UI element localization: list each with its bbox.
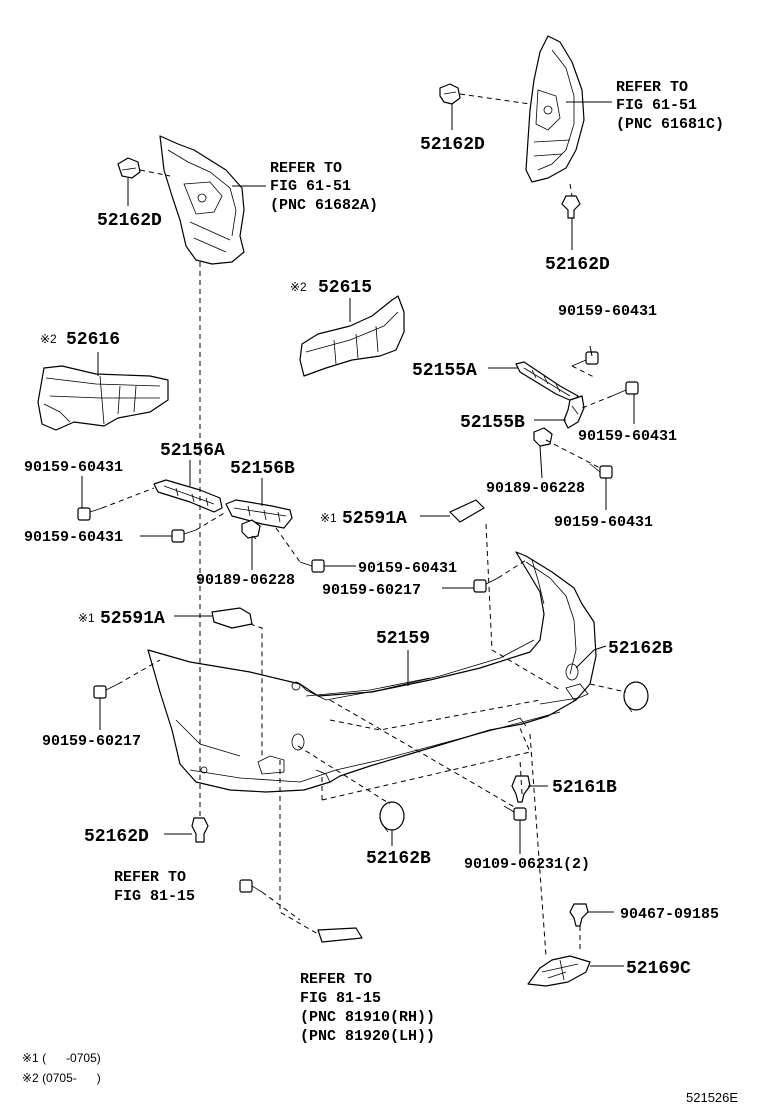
label-90189-06228-b: 90189-06228 <box>196 572 295 589</box>
bracket-52155A <box>515 361 579 403</box>
label-52162D-bottom: 52162D <box>84 827 149 847</box>
ref-fog-line1: REFER TO <box>300 971 372 988</box>
label-52161B: 52161B <box>552 778 617 798</box>
clip-52162D-mid <box>561 195 581 219</box>
nut-90189-06228-a <box>533 427 553 447</box>
mark-1-52591A-right: ※1 <box>320 511 337 525</box>
ref-fog-line4: (PNC 81920(LH)) <box>300 1028 435 1045</box>
label-90159-60431-f: 90159-60431 <box>358 560 457 577</box>
ref-right-line1: REFER TO <box>616 79 688 96</box>
clip-52162D-left <box>117 157 141 179</box>
label-52591A-left: 52591A <box>100 609 165 629</box>
clip-90467-09185 <box>569 903 589 927</box>
label-90159-60431-a: 90159-60431 <box>558 303 657 320</box>
label-90159-60431-d: 90159-60431 <box>24 459 123 476</box>
label-52162D-left: 52162D <box>97 211 162 231</box>
ref-block-right: REFER TO FIG 61-51 (PNC 61681C) <box>616 79 724 133</box>
ref-left-line1: REFER TO <box>270 160 342 177</box>
ref-fog-bolt-line2: FIG 81-15 <box>114 888 195 905</box>
clip-52162D-bottom <box>191 817 209 843</box>
screw-90109-06231 <box>503 805 527 821</box>
side-retainer-52616 <box>37 365 169 431</box>
clip-52162D-top <box>439 83 461 105</box>
fog-lamp <box>317 927 363 943</box>
label-52591A-right: 52591A <box>342 509 407 529</box>
footnote-1: ※1 ( -0705) <box>22 1051 101 1065</box>
nut-90189-06228-b <box>241 519 261 539</box>
cap-52162B-center <box>379 801 405 833</box>
ref-left-line2: FIG 61-51 <box>270 178 351 195</box>
label-90159-60431-b: 90159-60431 <box>578 428 677 445</box>
screw-90159-60431-b <box>611 381 639 397</box>
label-90467-09185: 90467-09185 <box>620 906 719 923</box>
label-52162B-center: 52162B <box>366 849 431 869</box>
label-52155A: 52155A <box>412 361 477 381</box>
screw-90159-60217-a <box>473 577 499 593</box>
reflector-52591A-right <box>449 499 485 523</box>
ref-fog-line3: (PNC 81910(RH)) <box>300 1009 435 1026</box>
figure-code: 521526E <box>686 1090 738 1105</box>
ref-right-line3: (PNC 61681C) <box>616 116 724 133</box>
ref-fog-line2: FIG 81-15 <box>300 990 381 1007</box>
bracket-52156A <box>153 479 223 513</box>
ref-right-line2: FIG 61-51 <box>616 97 697 114</box>
bracket-52156B <box>225 499 293 529</box>
mark-2-52615: ※2 <box>290 280 307 294</box>
ref-block-left: REFER TO FIG 61-51 (PNC 61682A) <box>270 160 378 214</box>
label-52169C: 52169C <box>626 959 691 979</box>
ref-block-fog: REFER TO FIG 81-15 (PNC 81910(RH)) (PNC … <box>300 971 435 1045</box>
label-52616: 52616 <box>66 330 120 350</box>
label-52159: 52159 <box>376 629 430 649</box>
footnote-2: ※2 (0705- ) <box>22 1071 101 1085</box>
label-52615: 52615 <box>318 278 372 298</box>
screw-fog-lamp <box>239 879 263 893</box>
label-90159-60431-c: 90159-60431 <box>554 514 653 531</box>
screw-90159-60431-f <box>299 559 325 573</box>
screw-90159-60217-b <box>93 683 119 699</box>
tail-lamp-bracket-right <box>525 35 585 183</box>
leader-lines <box>81 101 635 967</box>
label-90109-06231: 90109-06231(2) <box>464 856 590 873</box>
screw-90159-60431-e <box>171 529 197 543</box>
ref-fog-bolt-line1: REFER TO <box>114 869 186 886</box>
label-90159-60217-a: 90159-60217 <box>322 582 421 599</box>
reflector-52591A-left <box>211 607 253 629</box>
label-52162D-mid: 52162D <box>545 255 610 275</box>
mark-2-52616: ※2 <box>40 332 57 346</box>
screw-90159-60431-c <box>589 463 613 479</box>
side-retainer-52615 <box>299 295 405 377</box>
ref-block-fog-bolt: REFER TO FIG 81-15 <box>114 869 195 905</box>
label-52156B: 52156B <box>230 459 295 479</box>
label-90159-60217-b: 90159-60217 <box>42 733 141 750</box>
tail-lamp-bracket-left <box>159 135 245 265</box>
label-52155B: 52155B <box>460 413 525 433</box>
clip-52161B <box>511 775 531 803</box>
cap-52162B-right <box>623 681 649 713</box>
label-52156A: 52156A <box>160 441 225 461</box>
screw-90159-60431-a <box>571 351 599 367</box>
label-52162B-right: 52162B <box>608 639 673 659</box>
ref-left-line3: (PNC 61682A) <box>270 197 378 214</box>
lower-piece-52169C <box>527 955 591 987</box>
bracket-52155B <box>563 395 585 429</box>
label-90189-06228-a: 90189-06228 <box>486 480 585 497</box>
assembly-lines <box>101 93 627 957</box>
screw-90159-60431-d <box>77 507 103 521</box>
mark-1-52591A-left: ※1 <box>78 611 95 625</box>
label-90159-60431-e: 90159-60431 <box>24 529 123 546</box>
label-52162D-top: 52162D <box>420 135 485 155</box>
rear-bumper-cover-52159 <box>147 551 597 793</box>
